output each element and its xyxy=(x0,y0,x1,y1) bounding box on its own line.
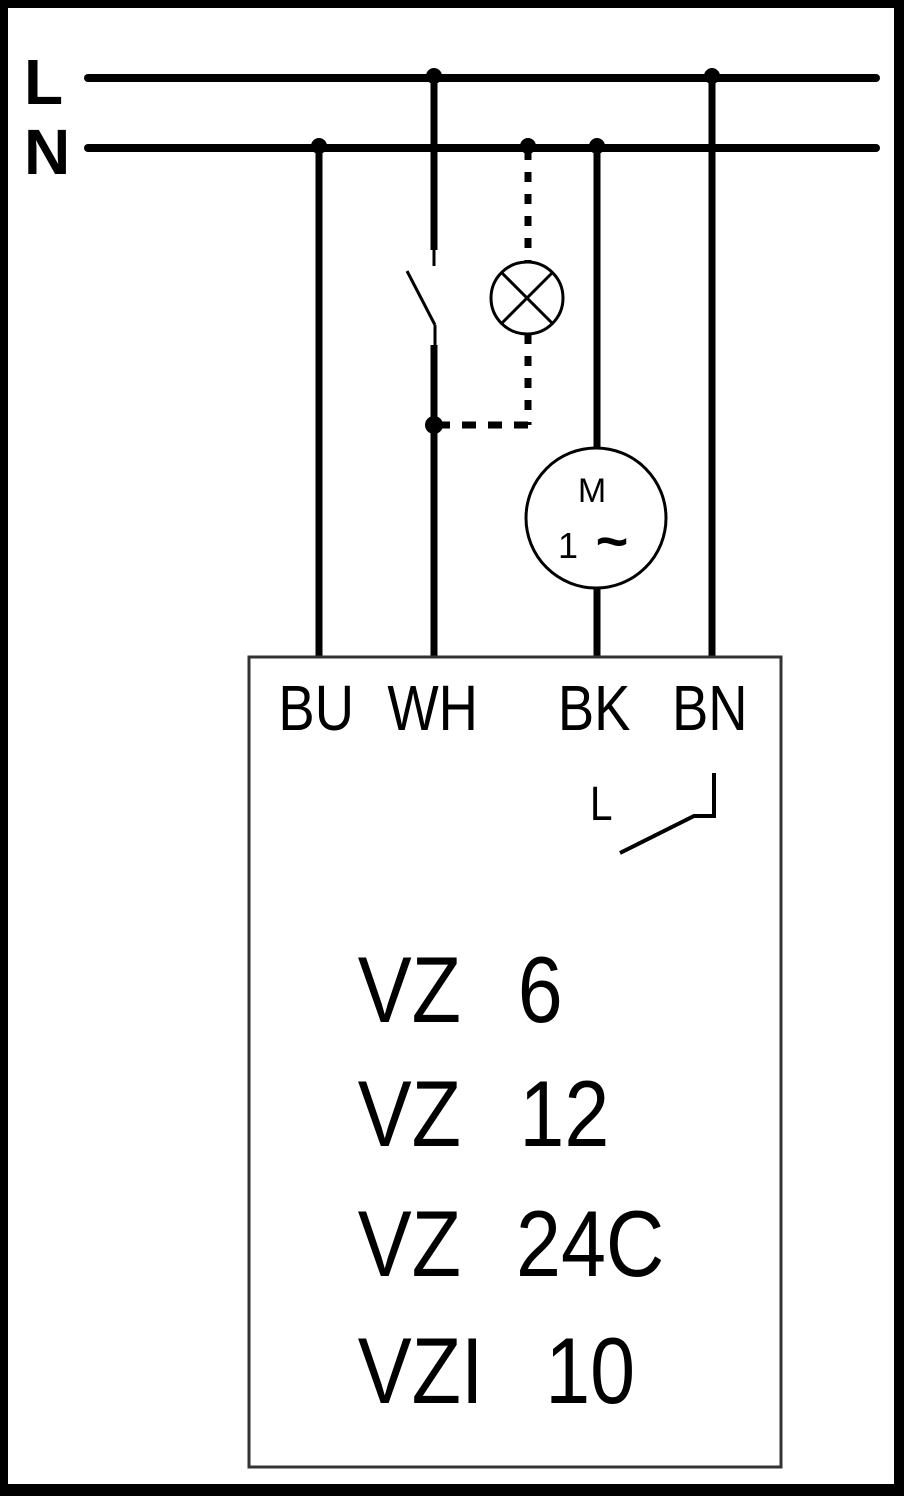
model-list: VZ 6 VZ 12 VZ 24C VZI 10 xyxy=(358,937,665,1423)
model-series-3: VZ xyxy=(358,1191,461,1296)
model-series-4: VZI xyxy=(358,1318,484,1423)
model-size-4: 10 xyxy=(545,1318,635,1423)
terminal-bn: BN xyxy=(672,672,748,744)
motor-phase: 1 xyxy=(558,525,578,566)
model-size-1: 6 xyxy=(518,937,563,1042)
ac-symbol: ~ xyxy=(596,509,629,572)
motor-letter: M xyxy=(578,472,606,510)
model-size-3: 24C xyxy=(516,1191,664,1296)
terminal-box xyxy=(247,655,783,1469)
model-series-2: VZ xyxy=(358,1061,461,1166)
switch-icon xyxy=(405,270,437,345)
internal-contact-icon: L xyxy=(590,773,716,855)
terminal-bk: BK xyxy=(558,672,631,744)
bus-label-n: N xyxy=(24,116,70,188)
lamp-icon xyxy=(489,260,565,336)
terminal-bu: BU xyxy=(278,672,354,744)
lamp-circuit xyxy=(440,150,532,429)
terminal-wh: WH xyxy=(387,672,478,744)
bus-label-l: L xyxy=(24,46,63,118)
model-size-2: 12 xyxy=(519,1061,609,1166)
internal-contact-label: L xyxy=(590,778,613,831)
motor-icon: M 1 ~ xyxy=(524,446,668,590)
terminal-labels: BU WH BK BN xyxy=(278,672,747,744)
model-series-1: VZ xyxy=(358,937,461,1042)
